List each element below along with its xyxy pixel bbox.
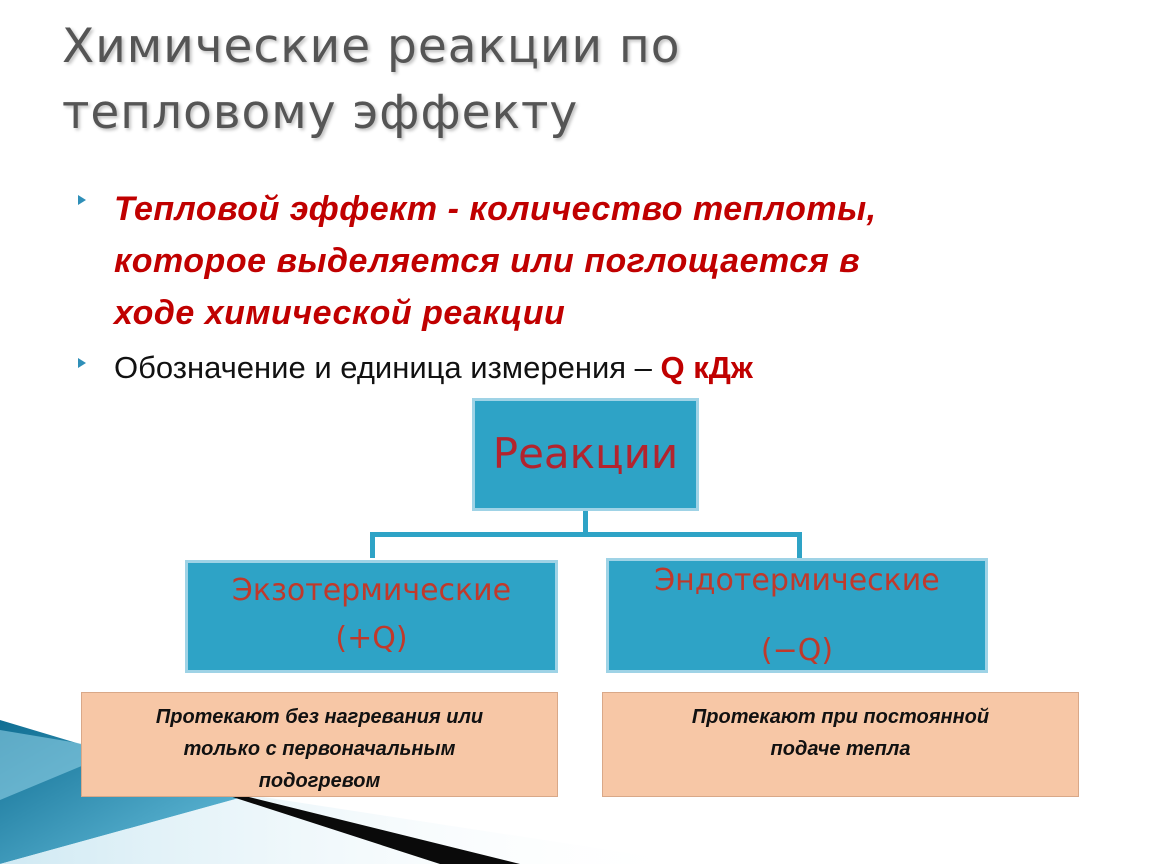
exothermic-note: Протекают без нагревания или только с пе… [81, 692, 558, 797]
notation-unit: Q кДж [660, 350, 753, 385]
bullet-arrow-icon [78, 358, 86, 368]
endothermic-box: Эндотермические (−Q) [606, 558, 988, 673]
reactions-root-box: Реакции [472, 398, 699, 511]
connector-right-vertical [797, 532, 802, 558]
exothermic-box: Экзотермические (+Q) [185, 560, 558, 673]
notation-text: Обозначение и единица измерения – [114, 350, 661, 385]
exothermic-sign: (+Q) [335, 621, 408, 656]
connector-left-vertical [370, 532, 375, 558]
connector-root-vertical [583, 511, 588, 535]
endothermic-label: Эндотермические [654, 563, 940, 598]
endothermic-sign: (−Q) [760, 633, 834, 668]
slide-title: Химические реакции по тепловому эффекту [62, 19, 681, 140]
endothermic-note: Протекают при постоянной подаче тепла [602, 692, 1079, 797]
connector-horizontal [370, 532, 802, 537]
notation-line: Обозначение и единица измерения – Q кДж [114, 346, 1014, 390]
definition-text: Тепловой эффект - количество теплоты, ко… [114, 190, 877, 332]
exothermic-label: Экзотермические [231, 573, 512, 608]
bullet-arrow-icon [78, 195, 86, 205]
